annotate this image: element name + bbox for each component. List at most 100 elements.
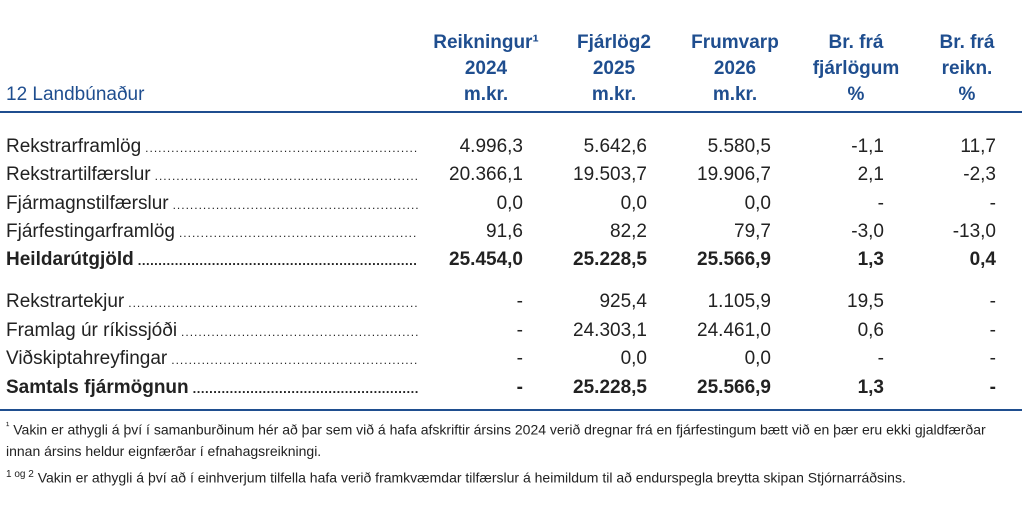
cell-frumvarp: 79,7 (734, 221, 771, 242)
column-header-line: fjárlögum (812, 58, 900, 79)
column-header-reikningur: Reikningur¹ 2024 m.kr. (428, 30, 544, 108)
cell-fjarlog: 82,2 (610, 221, 647, 242)
footnote-marker: 1 og 2 (6, 468, 34, 480)
cell-frumvarp: 5.580,5 (707, 136, 771, 157)
cell-frumvarp: 24.461,0 (697, 320, 771, 341)
cell-reikningur: - (516, 348, 523, 369)
row-label-text: Rekstrartilfærslur (6, 164, 151, 185)
row-label-text: Framlag úr ríkissjóði (6, 320, 178, 341)
cell-br-reikn: - (989, 320, 996, 341)
column-header-frumvarp: Frumvarp 2026 m.kr. (680, 30, 790, 108)
column-header-line: Reikningur¹ (433, 32, 539, 53)
cell-br-fjarlogum: 1,3 (857, 249, 884, 270)
column-header-line: reikn. (941, 58, 993, 79)
cell-reikningur: 4.996,3 (459, 136, 523, 157)
row-label: Rekstrarframlög.........................… (6, 136, 418, 158)
cell-reikningur: - (516, 291, 523, 312)
row-label-text: Fjárfestingarframlög (6, 221, 175, 242)
dot-leader: ........................................… (178, 226, 418, 240)
cell-br-fjarlogum: -3,0 (851, 221, 884, 242)
row-label: Samtals fjármögnun......................… (6, 377, 418, 399)
row-label-text: Fjármagnstilfærslur (6, 193, 169, 214)
dot-leader: ........................................… (171, 353, 418, 367)
cell-br-reikn: - (989, 377, 996, 398)
row-label-text: Heildarútgjöld (6, 249, 134, 270)
cell-fjarlog: 0,0 (620, 348, 647, 369)
column-header-line: 2026 (713, 58, 757, 79)
dot-leader: ........................................… (128, 296, 418, 310)
row-label: Fjármagnstilfærslur.....................… (6, 193, 418, 215)
column-header-fjarlog: Fjárlög2 2025 m.kr. (566, 30, 662, 108)
dot-leader: ........................................… (181, 325, 418, 339)
row-label-text: Rekstrarframlög (6, 136, 142, 157)
cell-br-fjarlogum: - (877, 193, 884, 214)
cell-br-fjarlogum: 19,5 (847, 291, 884, 312)
cell-frumvarp: 0,0 (744, 193, 771, 214)
cell-reikningur: 20.366,1 (449, 164, 523, 185)
column-header-line: 2024 (464, 58, 508, 79)
footnote-1: ¹ Vakin er athygli á því í samanburðinum… (6, 416, 1018, 462)
table-row: Fjárfestingarframlög....................… (0, 221, 1024, 249)
footnotes: ¹ Vakin er athygli á því í samanburðinum… (6, 416, 1018, 490)
column-header-line: Br. frá (828, 32, 884, 53)
row-label: Heildarútgjöld..........................… (6, 249, 418, 271)
footnote-2: 1 og 2 Vakin er athygli á því að í einhv… (6, 464, 1018, 489)
cell-reikningur: - (516, 377, 523, 398)
cell-frumvarp: 25.566,9 (697, 249, 771, 270)
row-label: Framlag úr ríkissjóði...................… (6, 320, 418, 342)
cell-br-fjarlogum: 1,3 (857, 377, 884, 398)
column-header-line: m.kr. (591, 84, 637, 105)
table-row-total: Heildarútgjöld..........................… (0, 249, 1024, 277)
cell-fjarlog: 25.228,5 (573, 377, 647, 398)
cell-fjarlog: 5.642,6 (583, 136, 647, 157)
cell-br-reikn: - (989, 193, 996, 214)
footnote-text: Vakin er athygli á því að í einhverjum t… (37, 469, 906, 486)
table-row-total: Samtals fjármögnun......................… (0, 377, 1024, 405)
table-row: Rekstrartekjur..........................… (0, 291, 1024, 319)
footnote-text: Vakin er athygli á því í samanburðinum h… (6, 421, 986, 459)
dot-leader: ........................................… (172, 198, 418, 212)
table-header: Reikningur¹ 2024 m.kr. Fjárlög2 2025 m.k… (0, 30, 1024, 110)
dot-leader: ........................................… (154, 169, 418, 183)
cell-br-fjarlogum: 0,6 (857, 320, 884, 341)
cell-br-reikn: -13,0 (952, 221, 996, 242)
cell-frumvarp: 1.105,9 (707, 291, 771, 312)
cell-frumvarp: 19.906,7 (697, 164, 771, 185)
table-row: Fjármagnstilfærslur.....................… (0, 193, 1024, 221)
cell-br-fjarlogum: - (877, 348, 884, 369)
cell-br-reikn: - (989, 291, 996, 312)
cell-fjarlog: 19.503,7 (573, 164, 647, 185)
cell-fjarlog: 0,0 (620, 193, 647, 214)
table-title: 12 Landbúnaður (6, 84, 145, 105)
column-header-line: m.kr. (463, 84, 509, 105)
cell-frumvarp: 25.566,9 (697, 377, 771, 398)
column-header-line: m.kr. (712, 84, 758, 105)
row-label-text: Viðskiptahreyfingar (6, 348, 168, 369)
row-label-text: Samtals fjármögnun (6, 377, 189, 398)
dot-leader: ........................................… (145, 141, 418, 155)
cell-fjarlog: 24.303,1 (573, 320, 647, 341)
cell-reikningur: 25.454,0 (449, 249, 523, 270)
table-row: Viðskiptahreyfingar.....................… (0, 348, 1024, 376)
row-label: Rekstrartekjur..........................… (6, 291, 418, 313)
dot-leader: ........................................… (137, 253, 418, 268)
row-label-text: Rekstrartekjur (6, 291, 125, 312)
column-header-line: Br. frá (939, 32, 995, 53)
row-label: Rekstrartilfærslur......................… (6, 164, 418, 186)
table-row: Framlag úr ríkissjóði...................… (0, 320, 1024, 348)
cell-br-fjarlogum: -1,1 (851, 136, 884, 157)
cell-br-reikn: - (989, 348, 996, 369)
table-row: Rekstrartilfærslur......................… (0, 164, 1024, 192)
column-header-line: Frumvarp (691, 32, 779, 53)
cell-reikningur: 91,6 (486, 221, 523, 242)
cell-br-fjarlogum: 2,1 (857, 164, 884, 185)
cell-reikningur: 0,0 (496, 193, 523, 214)
column-header-line: % (958, 84, 976, 105)
cell-br-reikn: 11,7 (960, 136, 996, 157)
column-header-line: 2025 (592, 58, 636, 79)
footer-divider (0, 409, 1022, 411)
cell-br-reikn: 0,4 (969, 249, 996, 270)
cell-reikningur: - (516, 320, 523, 341)
column-header-line: % (847, 84, 865, 105)
column-header-br-fjarlogum: Br. frá fjárlögum % (800, 30, 912, 108)
